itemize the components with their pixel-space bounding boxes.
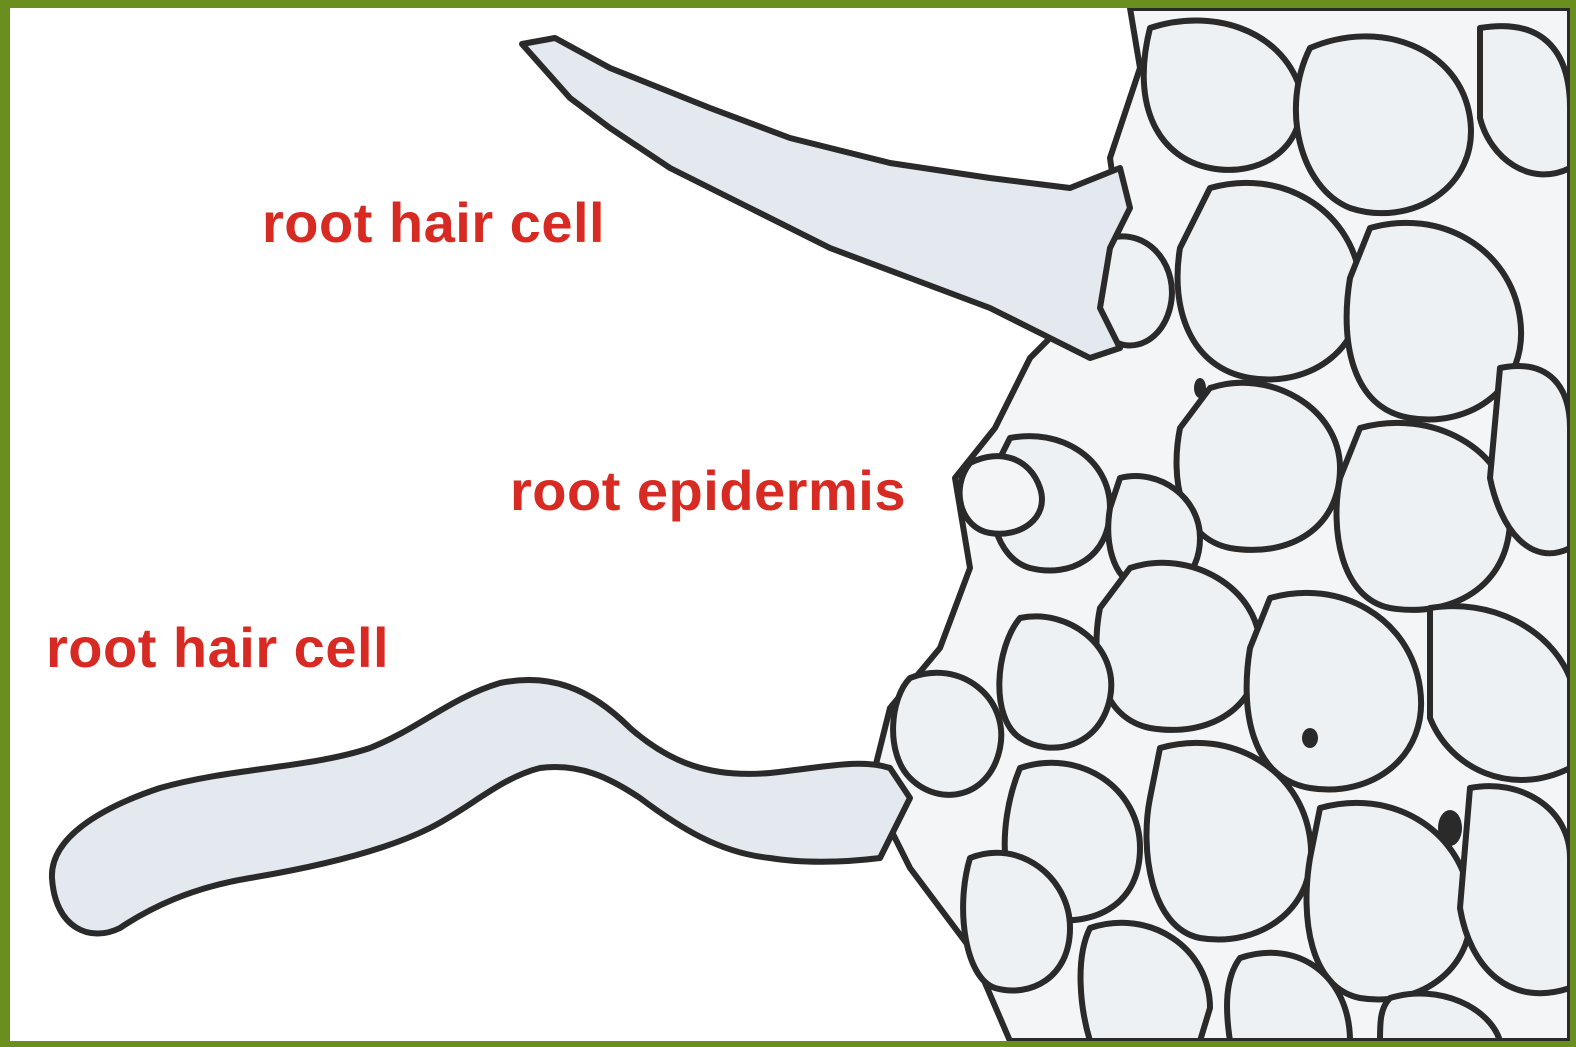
label-root-epidermis: root epidermis [510,463,906,519]
label-root-hair-cell-lower: root hair cell [46,620,389,676]
lower-root-hair-shape [52,680,910,934]
root-tissue-illustration [10,8,1570,1041]
upper-root-hair-shape [522,38,1130,358]
label-root-hair-cell-upper: root hair cell [262,195,605,251]
